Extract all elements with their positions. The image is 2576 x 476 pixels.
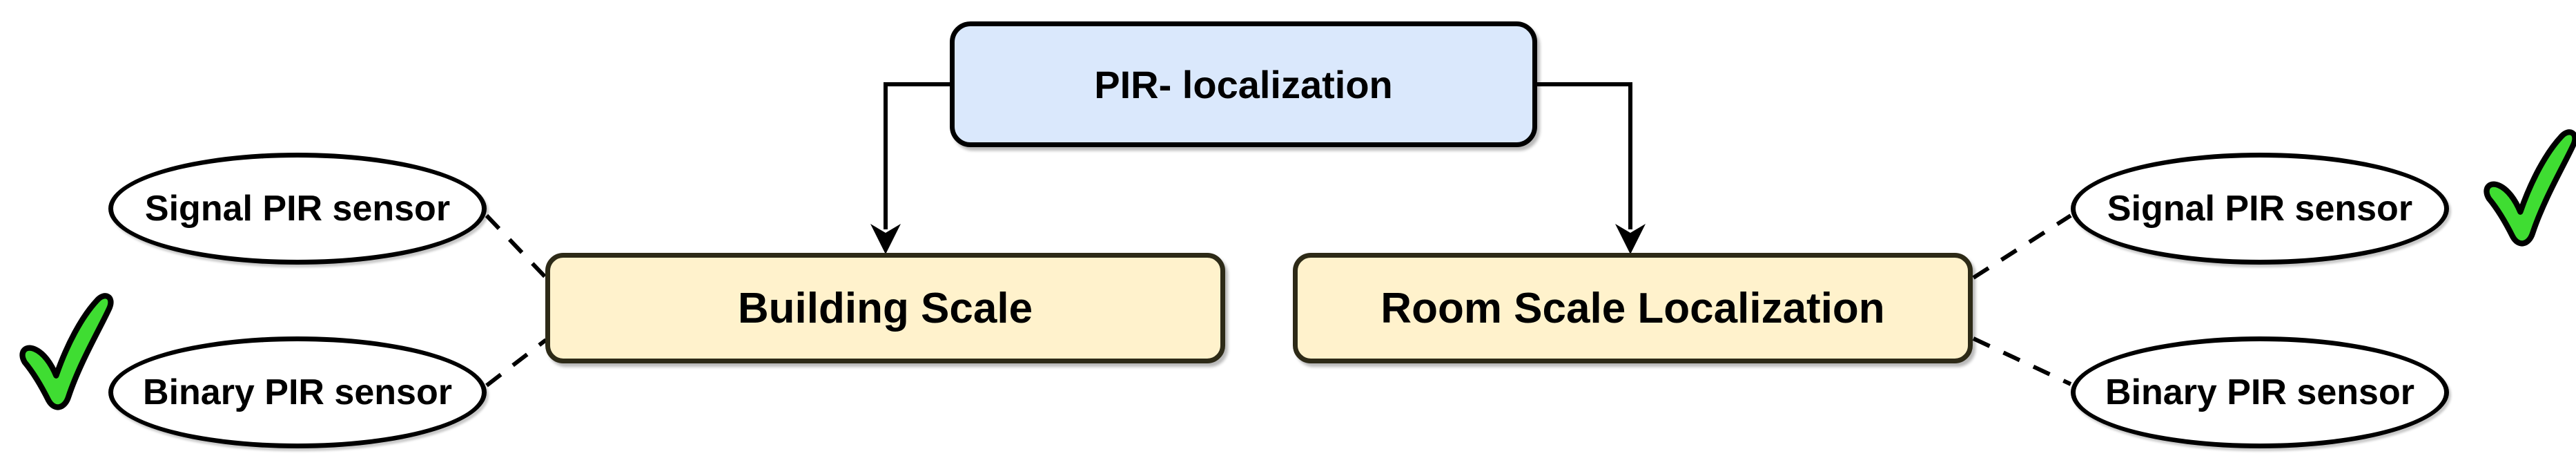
arrowhead-room [1615, 224, 1646, 254]
arrowhead-building [870, 224, 901, 254]
node-right-binary-pir-sensor[interactable]: Binary PIR sensor [2071, 336, 2449, 448]
node-left-signal-pir-sensor[interactable]: Signal PIR sensor [108, 153, 487, 265]
checkmark-icon [2484, 129, 2576, 247]
node-right-signal-pir-sensor[interactable]: Signal PIR sensor [2071, 153, 2449, 265]
node-right-binary-pir-sensor-label: Binary PIR sensor [2105, 372, 2414, 412]
node-left-signal-pir-sensor-label: Signal PIR sensor [144, 189, 451, 229]
dashed-room-to-right-signal [1972, 213, 2072, 280]
node-building-scale[interactable]: Building Scale [545, 253, 1225, 363]
dashed-left-binary-to-building [485, 338, 547, 388]
node-pir-localization[interactable]: PIR- localization [950, 21, 1537, 147]
checkmark-icon [19, 293, 114, 410]
node-room-scale-localization-label: Room Scale Localization [1380, 284, 1885, 332]
node-pir-localization-label: PIR- localization [1094, 62, 1393, 106]
node-room-scale-localization[interactable]: Room Scale Localization [1293, 253, 1973, 363]
node-building-scale-label: Building Scale [737, 284, 1033, 332]
dashed-room-to-right-binary [1972, 336, 2072, 386]
dashed-left-signal-to-building [485, 213, 548, 280]
connector-root-to-building [884, 82, 950, 229]
node-left-binary-pir-sensor[interactable]: Binary PIR sensor [108, 336, 487, 448]
connector-root-to-room [1537, 82, 1632, 229]
node-right-signal-pir-sensor-label: Signal PIR sensor [2107, 189, 2413, 229]
node-left-binary-pir-sensor-label: Binary PIR sensor [143, 372, 452, 412]
